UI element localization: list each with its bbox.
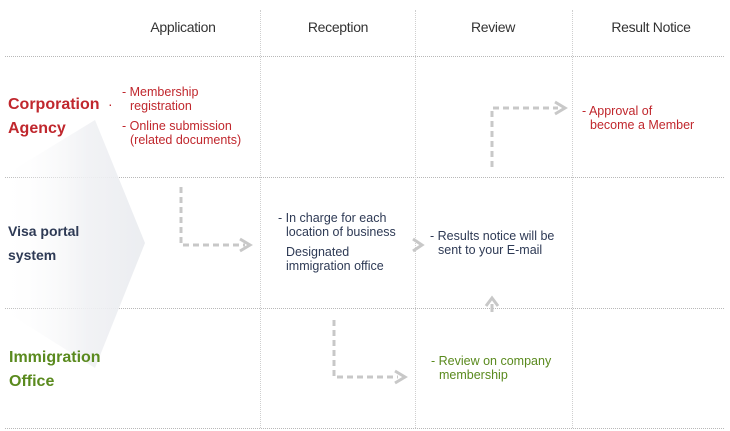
arrowhead-1 <box>239 237 253 253</box>
arrowhead-2 <box>394 369 408 385</box>
column-header-result-notice: Result Notice <box>611 19 691 35</box>
note-line: become a Member <box>590 118 695 132</box>
chevron-background <box>0 120 145 368</box>
row-label-line: Corporation <box>8 96 100 113</box>
arrowhead-5 <box>554 100 568 116</box>
row-label-line: Agency <box>8 120 66 137</box>
arrowhead-4 <box>484 295 500 307</box>
note-in-charge: - In charge for each location of busines… <box>278 211 396 239</box>
row-label-corporation-agency: Corporation Agency <box>8 93 100 141</box>
row-label-line: Immigration <box>9 349 101 366</box>
note-line: - Results notice will be <box>430 229 555 243</box>
grid-line-col3 <box>415 10 416 428</box>
column-header-review: Review <box>470 19 516 35</box>
grid-line-col4 <box>572 10 573 428</box>
note-line: sent to your E-mail <box>438 243 543 257</box>
separator-dot: · <box>108 96 113 112</box>
note-line: - Review on company <box>431 354 552 368</box>
row-label-immigration-office: Immigration Office <box>9 346 101 394</box>
row-label-line: system <box>8 247 57 263</box>
note-approval-member: - Approval of become a Member <box>582 104 694 132</box>
note-designated-office: Designated immigration office <box>286 245 384 273</box>
note-review-membership: - Review on company membership <box>431 354 551 382</box>
note-line: membership <box>439 368 508 382</box>
column-header-application: Application <box>150 19 216 35</box>
row-label-visa-portal-system: Visa portal system <box>8 219 79 267</box>
note-line: (related documents) <box>130 133 242 147</box>
row-label-line: Office <box>9 373 55 390</box>
note-line: - Online submission <box>122 119 232 133</box>
grid-line-header <box>5 56 724 57</box>
grid-line-bottom <box>5 428 724 429</box>
note-line: Designated <box>286 245 350 259</box>
arrow-reception-to-review <box>332 320 398 379</box>
note-membership-registration: - Membership registration <box>122 85 198 113</box>
note-online-submission: - Online submission (related documents) <box>122 119 241 147</box>
arrowhead-3 <box>412 237 425 253</box>
note-results-notice: - Results notice will be sent to your E-… <box>430 229 554 257</box>
note-line: - Approval of <box>582 104 653 118</box>
column-header-reception: Reception <box>307 19 369 35</box>
note-line: location of business <box>286 225 396 239</box>
grid-line-col2 <box>260 10 261 428</box>
arrow-application-to-reception <box>179 187 245 247</box>
grid-line-row1 <box>5 177 724 178</box>
grid-line-row2 <box>5 308 724 309</box>
note-line: - In charge for each <box>278 211 387 225</box>
note-line: - Membership <box>122 85 199 99</box>
arrow-review-to-result <box>490 106 558 167</box>
row-label-line: Visa portal <box>8 223 80 239</box>
note-line: registration <box>130 99 192 113</box>
note-line: immigration office <box>286 259 384 273</box>
